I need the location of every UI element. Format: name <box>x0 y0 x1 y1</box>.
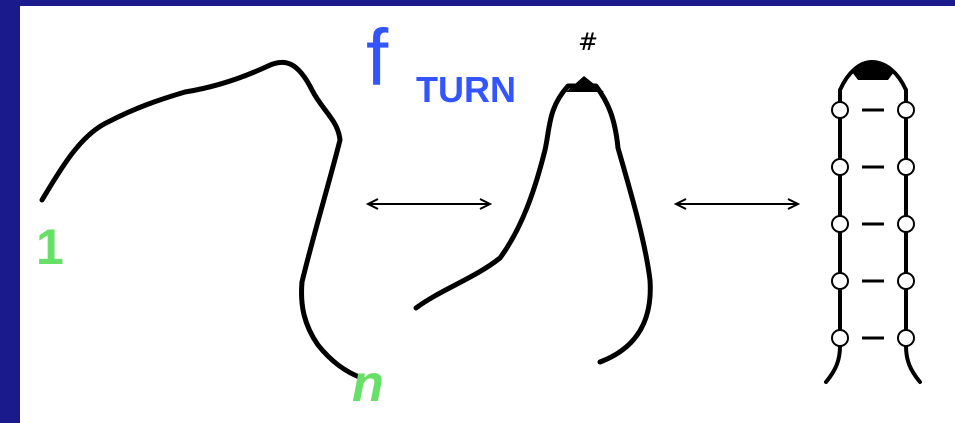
turn-hairpin-chain <box>413 83 653 365</box>
residue-node <box>897 329 915 347</box>
f-turn-subscript: TURN <box>416 69 516 110</box>
folded-turn-marker <box>852 60 894 80</box>
turn-mark-label: # <box>578 28 599 56</box>
residue-n-label: n <box>352 355 384 413</box>
residue-1-label: 1 <box>36 219 64 275</box>
residue-node <box>897 101 915 119</box>
residue-node <box>897 272 915 290</box>
equilibrium-arrow-2 <box>673 198 801 210</box>
equilibrium-arrow-1 <box>365 198 493 210</box>
diagram-panel <box>20 6 955 423</box>
f-turn-label: f <box>366 13 389 102</box>
residue-node <box>897 158 915 176</box>
residue-node <box>897 215 915 233</box>
residue-node <box>831 101 849 119</box>
residue-node <box>831 215 849 233</box>
residue-node <box>831 272 849 290</box>
residue-node <box>831 158 849 176</box>
turn-marker <box>566 76 604 92</box>
hydrogen-bond-rungs <box>831 101 915 347</box>
unfolded-chain <box>39 59 365 381</box>
residue-node <box>831 329 849 347</box>
